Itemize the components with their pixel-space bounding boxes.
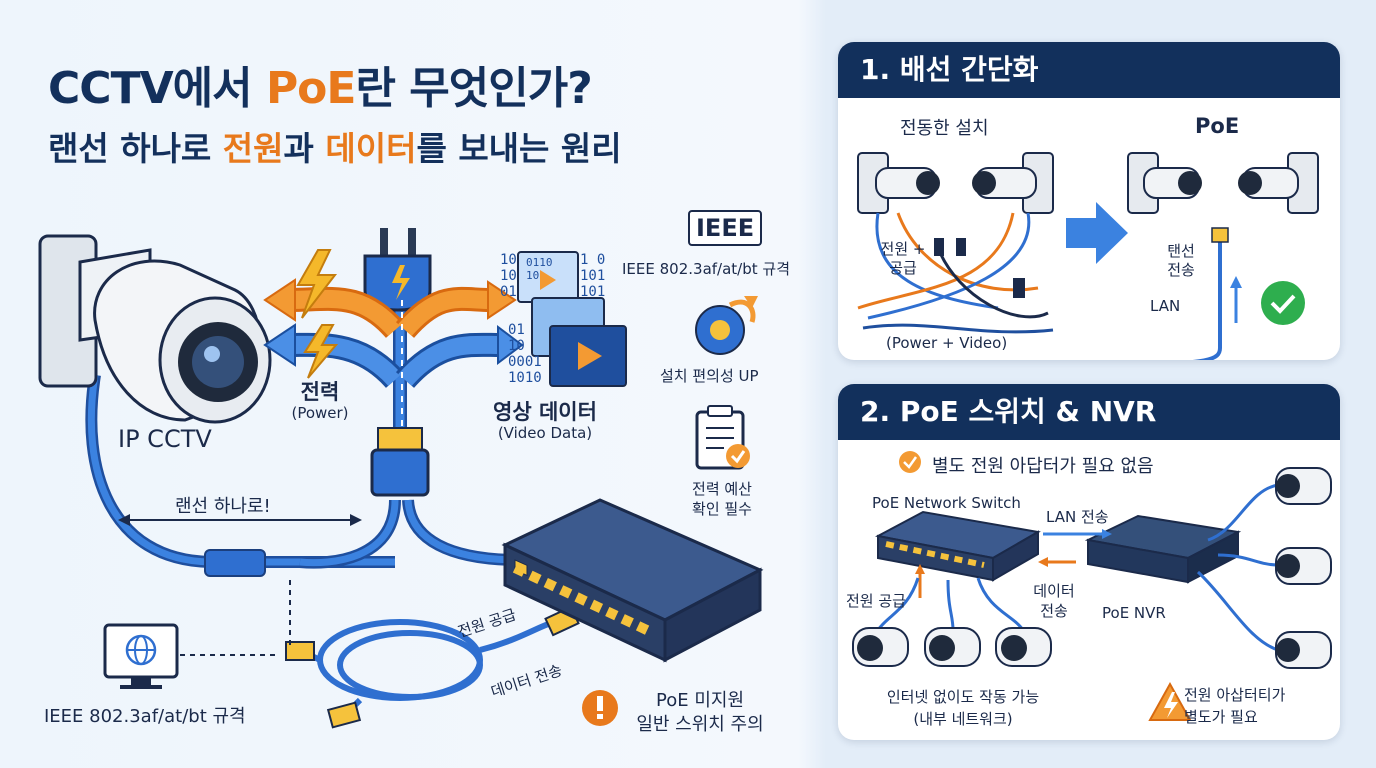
lan-cable: [1192, 238, 1222, 360]
power-sub-label: (Power): [291, 404, 349, 422]
panel-switch-data-line1: 데이터: [1033, 582, 1075, 600]
subtitle-text-end: 를 보내는 원리: [416, 129, 622, 168]
binary-left-lower: 01 10 0001 1010: [508, 322, 542, 386]
binary-row: 1 0: [580, 252, 606, 268]
panel-switch-nvr: 2. PoE 스위치 & NVR: [838, 384, 1340, 740]
video-sub-label: (Video Data): [497, 424, 593, 442]
binary-row: 01: [500, 284, 517, 300]
panel-switch-warn-line1: 전원 아삽터티가: [1184, 686, 1286, 704]
camera-icon: [852, 627, 909, 667]
panel-wiring-right-title: PoE: [1195, 114, 1240, 138]
camera-icon: [972, 152, 1054, 214]
power-budget-line2: 확인 필수: [692, 500, 752, 518]
subtitle-highlight-power: 전원: [222, 129, 284, 168]
subtitle-text: 랜선 하나로: [48, 129, 223, 168]
lightning-icon-2: [303, 324, 339, 379]
panel-switch-lan-label: LAN 전송: [1046, 508, 1109, 526]
title-text: CCTV에서: [48, 63, 266, 114]
camera-icon: [1275, 631, 1332, 669]
binary-row: 10: [500, 252, 517, 268]
warning-icon: [582, 690, 618, 726]
panel-switch-switch-label: PoE Network Switch: [872, 494, 1021, 512]
panel-wiring-header: 1. 배선 간단화: [838, 42, 1340, 98]
panel-wiring: 1. 배선 간단화: [838, 42, 1340, 360]
monitor-globe-icon: [103, 623, 179, 689]
title-text-end: 란 무엇인가?: [355, 63, 592, 114]
camera-icon: [1127, 152, 1202, 214]
panel-wiring-left-label1: 전원 +: [880, 240, 926, 258]
arrow-right-icon: [1066, 202, 1128, 264]
camera-icon: [1275, 547, 1332, 585]
camera-icon: [1238, 152, 1319, 214]
warning-line2: 일반 스위치 주의: [636, 714, 764, 735]
panel-wiring-graphic: [857, 152, 1319, 360]
warning-line1: PoE 미지원: [656, 690, 744, 711]
binary-row: 0001: [508, 354, 542, 370]
check-icon: [899, 451, 921, 473]
panel-switch-offline-line2: (내부 네트워크): [913, 710, 1013, 728]
panel-wiring-right-label2: 전송: [1167, 261, 1195, 279]
panel-wiring-right-lan: LAN: [1150, 297, 1181, 315]
camera-icon: [857, 152, 940, 214]
page-subtitle: 랜선 하나로 전원과 데이터를 보내는 원리: [48, 122, 622, 170]
page-title: CCTV에서 PoE란 무엇인가?: [48, 52, 593, 116]
video-label: 영상 데이터: [493, 400, 597, 424]
title-highlight: PoE: [265, 63, 357, 114]
ieee-spec-bottom: IEEE 802.3af/at/bt 규격: [44, 706, 246, 727]
panel-switch-warn-line2: 별도가 필요: [1184, 708, 1258, 726]
video-data-icon: [517, 251, 627, 387]
check-icon: [1261, 281, 1305, 325]
ieee-spec: IEEE 802.3af/at/bt 규격: [622, 260, 790, 278]
binary-row: 10: [526, 269, 540, 282]
binary-row: 0110: [526, 256, 553, 269]
subtitle-highlight-data: 데이터: [325, 129, 417, 168]
panel-wiring-left-label2: 공급: [889, 259, 917, 277]
one-cable-label: 랜선 하나로!: [175, 496, 271, 517]
gear-icon: [695, 296, 758, 355]
panel-switch-data-line2: 전송: [1040, 602, 1068, 620]
panel-wiring-left-caption: (Power + Video): [886, 334, 1008, 352]
binary-right: 1 0 101 101: [580, 252, 605, 300]
binary-row: 01: [508, 322, 525, 338]
panel-wiring-left-title: 전동한 설치: [900, 118, 989, 139]
camera-icon: [995, 627, 1052, 667]
power-plug-icon: [363, 228, 432, 312]
binary-row: 101: [580, 268, 606, 284]
subtitle-text-mid: 과: [283, 129, 326, 168]
ieee-badge: IEEE: [688, 210, 763, 246]
binary-row: 10: [500, 268, 517, 284]
binary-row: 1010: [508, 370, 542, 386]
clipboard-check-icon: [695, 405, 750, 470]
nvr-icon: [1084, 514, 1242, 584]
panel-switch-header: 2. PoE 스위치 & NVR: [838, 384, 1340, 440]
binary-row: 101: [580, 284, 606, 300]
binary-row: 10: [508, 338, 525, 354]
camera-icon: [924, 627, 981, 667]
poe-switch-icon: [875, 510, 1041, 582]
lightning-icon: [296, 249, 338, 319]
panel-switch-benefit: 별도 전원 아답터가 필요 없음: [932, 456, 1154, 477]
binary-left: 10 10 01: [500, 252, 517, 300]
power-budget-line1: 전력 예산: [692, 480, 752, 498]
power-label: 전력: [300, 380, 340, 404]
panel-switch-graphic: [852, 451, 1332, 721]
ip-camera-icon: [38, 234, 272, 424]
tangled-wires: [857, 212, 1054, 334]
panel-switch-nvr-label: PoE NVR: [1102, 604, 1166, 622]
panel-switch-offline-line1: 인터넷 없이도 작동 가능: [886, 688, 1040, 706]
camera-icon: [1275, 467, 1332, 505]
poe-switch-icon: [501, 498, 764, 663]
camera-label: IP CCTV: [118, 425, 212, 453]
ethernet-plug-icon: [370, 427, 430, 497]
install-label: 설치 편의성 UP: [660, 367, 759, 385]
panel-wiring-right-label1: 탠선: [1167, 242, 1195, 260]
binary-screen: 0110 10: [526, 256, 553, 282]
inline-coupler: [204, 549, 266, 577]
panel-switch-power-supply: 전원 공급: [846, 592, 906, 610]
main-diagram: [38, 228, 764, 729]
